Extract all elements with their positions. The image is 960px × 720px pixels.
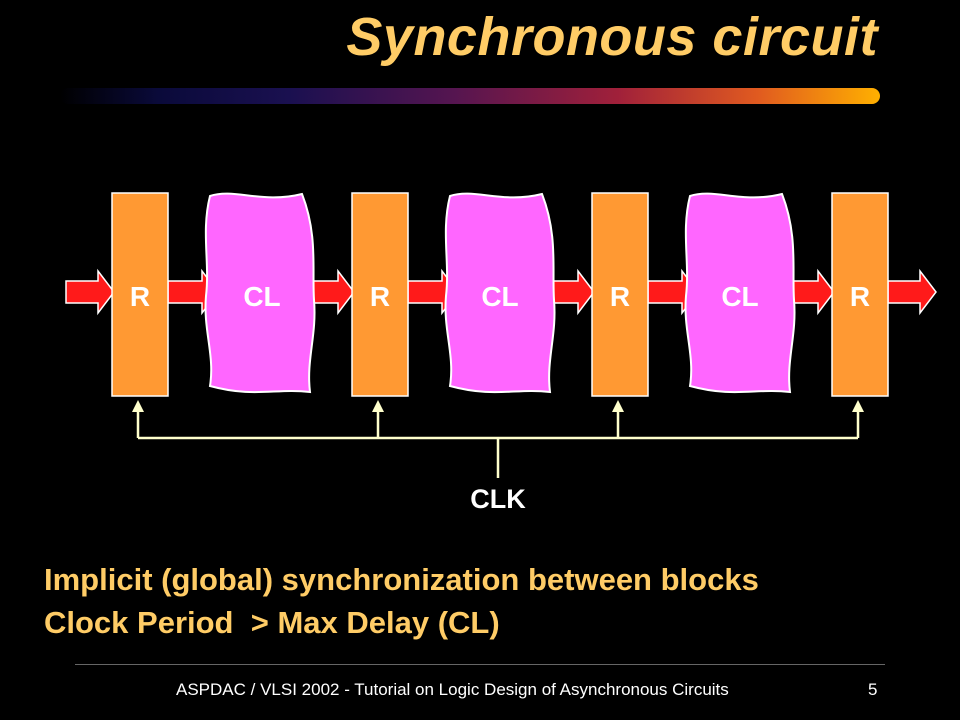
title-underline-bar	[60, 88, 880, 104]
logic-block-1	[204, 192, 316, 394]
register-4	[831, 192, 889, 397]
body-text: Implicit (global) synchronization betwee…	[44, 558, 759, 644]
data-arrow-output	[887, 268, 937, 316]
footer-divider	[75, 664, 885, 665]
page-number: 5	[868, 680, 878, 699]
clock-arrowhead-2	[372, 400, 384, 412]
data-arrow-input	[65, 268, 115, 316]
clock-arrowhead-3	[612, 400, 624, 412]
clock-arrowhead-4	[852, 400, 864, 412]
register-label-2: R	[370, 281, 390, 312]
body-line-1: Implicit (global) synchronization betwee…	[44, 562, 759, 597]
logic-block-3	[684, 192, 796, 394]
register-label-4: R	[850, 281, 870, 312]
body-line-2: Clock Period > Max Delay (CL)	[44, 605, 500, 640]
registers	[111, 192, 889, 397]
clock-arrowhead-1	[132, 400, 144, 412]
clock-network	[136, 410, 860, 478]
register-3	[591, 192, 649, 397]
logic-label-2: CL	[481, 281, 518, 312]
footer-text: ASPDAC / VLSI 2002 - Tutorial on Logic D…	[176, 680, 729, 699]
register-2	[351, 192, 409, 397]
register-1	[111, 192, 169, 397]
logic-label-1: CL	[243, 281, 280, 312]
logic-blocks	[204, 192, 796, 394]
logic-block-2	[444, 192, 556, 394]
slide-title: Synchronous circuit	[346, 7, 878, 67]
register-label-1: R	[130, 281, 150, 312]
logic-label-3: CL	[721, 281, 758, 312]
register-label-3: R	[610, 281, 630, 312]
clock-arrowheads	[132, 400, 864, 412]
clock-label: CLK	[470, 484, 526, 514]
